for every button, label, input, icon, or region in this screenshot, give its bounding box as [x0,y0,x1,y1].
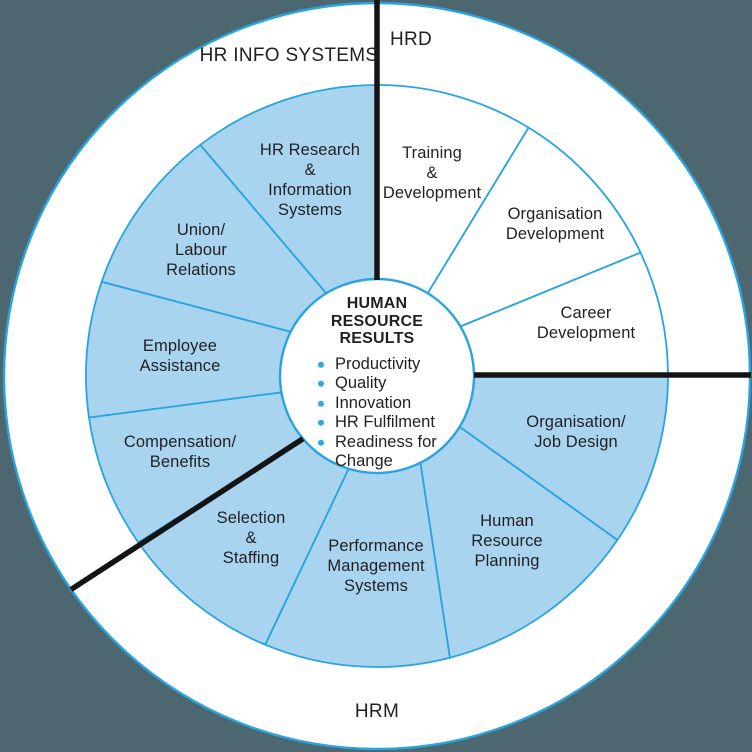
region-label-hr-info-systems: HR INFO SYSTEMS [199,45,379,66]
result-item-label: Innovation [335,393,412,412]
result-item: Readiness for Change [318,432,469,471]
center-title: HUMAN RESOURCE RESULTS [330,294,424,347]
region-label-hrm: HRM [354,701,400,722]
results-list: Productivity Quality Innovation HR Fulfi… [285,354,469,471]
wedge-label-training-development: Training & Development [382,144,482,202]
wedge-label-employee-assistance: Employee Assistance [139,337,221,375]
center-content: HUMAN RESOURCE RESULTS Productivity Qual… [285,295,469,472]
wedge-label-union-labour-relations: Union/ Labour Relations [166,221,236,279]
region-label-hrd: HRD [389,29,433,50]
bullet-icon [318,439,324,446]
wedge-label-selection-staffing: Selection & Staffing [216,509,286,567]
wedge-label-compensation-benefits: Compensation/ Benefits [123,433,237,471]
bullet-icon [318,419,324,426]
result-item: Innovation [318,393,469,413]
result-item-label: Readiness for Change [335,432,437,470]
result-item: Quality [318,374,469,394]
divider-hrm-hris [69,436,305,592]
wedge-label-career-development: Career Development [536,304,636,342]
result-item-label: Productivity [335,354,421,373]
result-item-label: Quality [335,373,387,392]
wedge-label-human-resource-planning: Human Resource Planning [471,512,543,570]
wedge-label-organisation-development: Organisation Development [505,205,605,243]
result-item-label: HR Fulfilment [335,412,435,431]
bullet-icon [318,361,324,368]
result-item: HR Fulfilment [318,413,469,433]
bullet-icon [318,400,324,407]
bullet-icon [318,380,324,387]
result-item: Productivity [318,354,469,374]
wedge-label-hr-research-information-systems: HR Research & Information Systems [259,141,361,219]
wedge-label-organisation-job-design: Organisation/ Job Design [526,413,626,451]
wedge-label-performance-management-systems: Performance Management Systems [327,537,425,595]
